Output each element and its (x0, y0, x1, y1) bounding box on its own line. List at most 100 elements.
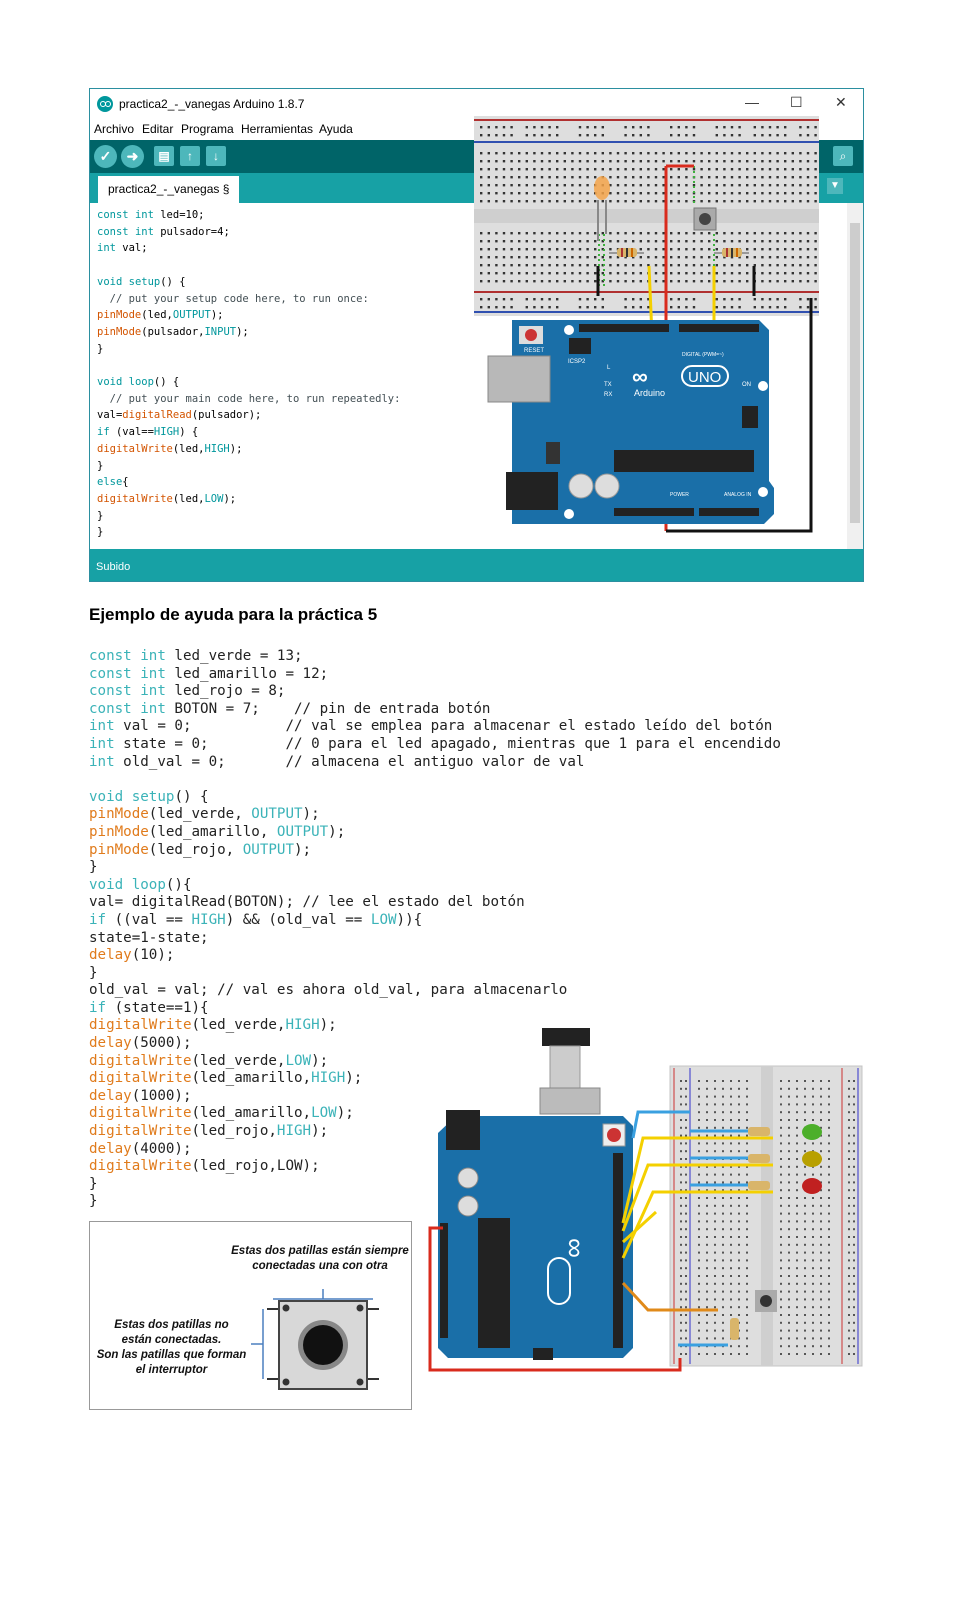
code-line: digitalWrite(led,HIGH); (97, 442, 243, 455)
code-line: int val; (97, 242, 148, 255)
wire-blue (631, 1110, 690, 1139)
code-line: pinMode(led_amarillo, OUTPUT); (89, 823, 346, 840)
digital-label: DIGITAL (PWM=~) (682, 352, 724, 358)
menu-archivo[interactable]: Archivo (94, 122, 135, 136)
code-line: const int pulsador=4; (97, 225, 230, 238)
usb-plug (542, 1028, 590, 1046)
code-line: digitalWrite(led_amarillo,LOW); (89, 1105, 354, 1122)
code-line: } (89, 859, 98, 876)
code-line: } (97, 459, 104, 472)
code-line: digitalWrite(led_verde,LOW); (89, 1052, 329, 1069)
note-switch: Estas dos patillas no están conectadas. … (96, 1319, 247, 1376)
code-line: const int led=10; (97, 209, 205, 221)
led-red (802, 1178, 822, 1194)
on-label: ON (742, 382, 751, 388)
led-green (802, 1124, 822, 1140)
code-line: const int led_amarillo = 12; (89, 665, 329, 682)
svg-text:∞: ∞ (560, 1238, 591, 1258)
code-line (97, 357, 400, 374)
code-line: val= digitalRead(BOTON); // lee el estad… (89, 894, 525, 911)
rx-label: RX (604, 392, 612, 398)
verify-icon[interactable]: ✓ (94, 145, 117, 168)
code-line: int old_val = 0; // almacena el antiguo … (89, 753, 585, 770)
open-icon[interactable]: ↑ (180, 146, 200, 166)
menu-ayuda[interactable]: Ayuda (319, 122, 353, 136)
reset-label: RESET (524, 348, 544, 354)
wire-red-bottom (428, 1226, 682, 1372)
close-button[interactable]: ✕ (835, 94, 847, 110)
code-line: val=digitalRead(pulsador); (97, 409, 262, 422)
resistor-button (714, 248, 749, 257)
uno-label: UNO (688, 369, 721, 386)
code-line: delay(5000); (89, 1035, 192, 1052)
power-label: POWER (670, 492, 689, 498)
code-line: // put your setup code here, to run once… (97, 292, 369, 305)
window-title: practica2_-_vanegas Arduino 1.8.7 (119, 97, 305, 111)
arduino-logo-icon (97, 96, 113, 112)
code-line: } (97, 509, 104, 522)
note-connected: Estas dos patillas están siempre conecta… (231, 1245, 409, 1272)
code-line: // put your main code here, to run repea… (97, 392, 401, 405)
title-bar: practica2_-_vanegas Arduino 1.8.7 — ☐ ✕ (90, 89, 863, 119)
led-yellow (802, 1151, 822, 1167)
status-text: Subido (96, 561, 131, 573)
analog-label: ANALOG IN (724, 492, 752, 498)
code-line: } (97, 342, 104, 355)
circuit-diagram-top: RESET ICSP2 ∞ UNO Arduino TX RX L ON DIG… (474, 116, 819, 533)
push-button-drawing (251, 1289, 379, 1390)
tab-menu-icon[interactable]: ▼ (827, 178, 843, 194)
arduino-uno-board-bottom: ∞ (438, 1110, 633, 1360)
code-line: digitalWrite(led_rojo,LOW); (89, 1158, 320, 1175)
code-line: digitalWrite(led_verde,HIGH); (89, 1017, 337, 1034)
code-line: delay(1000); (89, 1087, 192, 1104)
circuit-diagram-bottom: ∞ (428, 1028, 863, 1372)
menu-programa[interactable]: Programa (181, 122, 234, 136)
editor-scrollbar[interactable] (847, 203, 863, 549)
code-line: void loop(){ (89, 876, 192, 893)
code-line: void setup() { (97, 275, 186, 288)
code-line: pinMode(led,OUTPUT); (97, 309, 224, 322)
code-line: } (89, 1193, 98, 1210)
status-bar: Subido (90, 549, 863, 581)
button-diagram: Estas dos patillas están siempre conecta… (89, 1221, 412, 1410)
wires-yellow (621, 1136, 773, 1259)
code-line: digitalWrite(led_rojo,HIGH); (89, 1123, 329, 1140)
icsp2-label: ICSP2 (568, 359, 586, 365)
code-line: digitalWrite(led_amarillo,HIGH); (89, 1070, 363, 1087)
code-line: const int led_rojo = 8; (89, 683, 286, 700)
l-label: L (607, 365, 611, 371)
menu-editar[interactable]: Editar (142, 122, 174, 136)
maximize-button[interactable]: ☐ (790, 94, 803, 110)
new-icon[interactable]: ▤ (154, 146, 174, 166)
tab-sketch[interactable]: practica2_-_vanegas § (98, 176, 240, 203)
save-icon[interactable]: ↓ (206, 146, 226, 166)
arduino-infinity-icon: ∞ (632, 364, 648, 389)
tx-label: TX (604, 382, 612, 388)
code-line: digitalWrite(led,LOW); (97, 492, 237, 505)
code-line: void loop() { (97, 376, 180, 389)
code-line: pinMode(pulsador,INPUT); (97, 325, 249, 338)
arduino-label: Arduino (634, 388, 665, 398)
push-button (693, 207, 717, 231)
scroll-thumb[interactable] (850, 223, 860, 523)
sketch-code: const int led=10; const int pulsador=4; in… (97, 207, 400, 541)
menu-herramientas[interactable]: Herramientas (241, 122, 314, 136)
code-line: if (val==HIGH) { (97, 426, 199, 439)
code-line: old_val = val; // val es ahora old_val, … (89, 982, 568, 999)
resistor-led (609, 248, 644, 257)
code-line: if (state==1){ (89, 999, 209, 1016)
code-line: const int BOTON = 7; // pin de entrada b… (89, 700, 491, 717)
code-line: delay(4000); (89, 1140, 192, 1157)
code-line: } (89, 1175, 98, 1192)
code-line: const int led_verde = 13; (89, 648, 303, 664)
section-heading: Ejemplo de ayuda para la práctica 5 (89, 605, 378, 624)
serial-monitor-icon[interactable]: ⌕ (833, 146, 853, 166)
minimize-button[interactable]: — (745, 94, 759, 110)
code-line: pinMode(led_rojo, OUTPUT); (89, 841, 312, 858)
code-line: state=1-state; (89, 929, 209, 946)
code-line: int val = 0; // val se emplea para almac… (89, 718, 773, 735)
code-line (89, 771, 781, 789)
wire-orange (621, 1281, 718, 1312)
upload-icon[interactable]: ➜ (121, 145, 144, 168)
code-line: pinMode(led_verde, OUTPUT); (89, 806, 320, 823)
